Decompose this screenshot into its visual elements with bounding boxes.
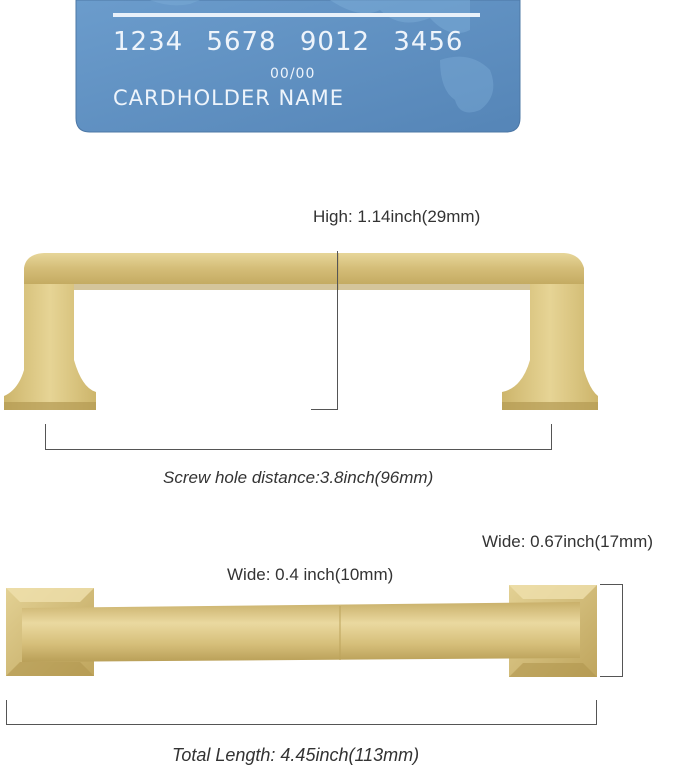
length-bracket-line: [6, 724, 597, 725]
screw-distance-label: Screw hole distance:3.8inch(96mm): [163, 468, 434, 487]
handle-front-view: [4, 253, 598, 410]
height-dimension-line: [337, 251, 338, 410]
base-width-label: Wide: 0.67inch(17mm): [482, 532, 654, 551]
card-number: 1234 5678 9012 3456: [113, 27, 464, 57]
screw-bracket-right: [551, 424, 552, 449]
base-width-tick-top: [600, 584, 623, 585]
bar-width-label: Wide: 0.4 inch(10mm): [227, 565, 394, 584]
height-label: High: 1.14inch(29mm): [313, 207, 481, 226]
credit-card: [75, 0, 521, 133]
length-bracket-right: [596, 700, 597, 725]
screw-bracket-line: [45, 449, 552, 450]
base-width-dimension-line: [622, 584, 623, 677]
total-length-label: Total Length: 4.45inch(113mm): [172, 745, 420, 765]
card-expiry: 00/00: [270, 66, 316, 82]
handle-side-view: [6, 585, 597, 677]
base-width-tick-bottom: [600, 676, 623, 677]
height-dimension-tick: [311, 409, 338, 410]
length-bracket-left: [6, 700, 7, 725]
screw-bracket-left: [45, 424, 46, 449]
cardholder-name: CARDHOLDER NAME: [113, 86, 344, 110]
card-stripe: [113, 13, 480, 17]
